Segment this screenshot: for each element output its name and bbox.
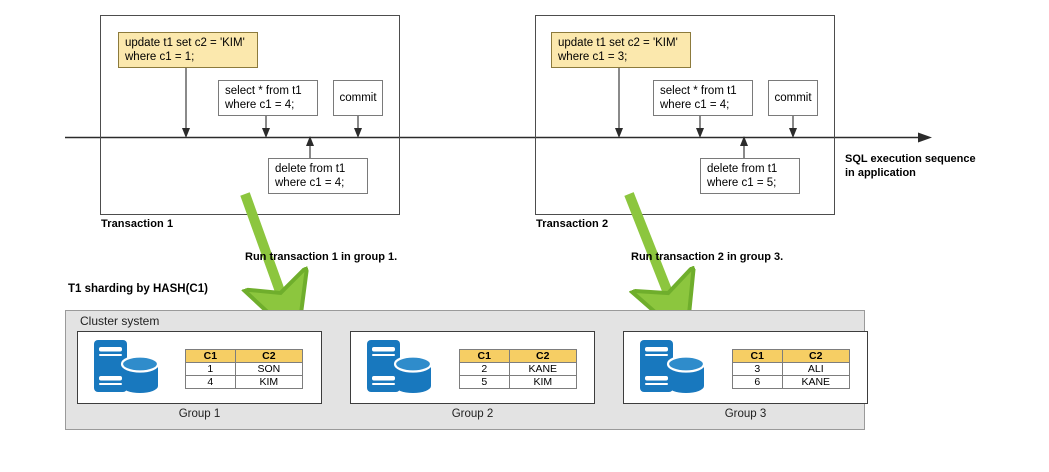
transaction-2-frame — [535, 15, 835, 215]
transaction-1-update-connector — [182, 68, 190, 138]
transaction-2-select-statement: select * from t1 where c1 = 4; — [653, 80, 753, 116]
axis-caption-line-1: SQL execution sequence — [845, 153, 976, 165]
timeline-axis — [65, 132, 932, 143]
run-transaction-1-arrow — [240, 192, 310, 333]
column-header-c2: C2 — [508, 349, 578, 363]
database-server-icon — [640, 340, 706, 393]
run-transaction-2-arrow — [624, 192, 706, 333]
database-server-icon — [367, 340, 433, 393]
group-2-table: C1 C2 2 KANE 5 KIM — [459, 349, 578, 389]
cell-c2: KANE — [781, 375, 851, 389]
transaction-2-commit-connector — [789, 116, 797, 138]
group-3-table: C1 C2 3 ALI 6 KANE — [732, 349, 851, 389]
table-row: 6 KANE — [732, 375, 851, 389]
transaction-2-delete-connector — [740, 136, 748, 158]
cluster-system-title: Cluster system — [80, 314, 160, 328]
cell-c1: 1 — [185, 362, 236, 376]
cell-c2: SON — [234, 362, 304, 376]
column-header-c1: C1 — [185, 349, 236, 363]
table-row: 5 KIM — [459, 375, 578, 389]
transaction-1-delete-connector — [306, 136, 314, 158]
table-row: 4 KIM — [185, 375, 304, 389]
column-header-c1: C1 — [459, 349, 510, 363]
table-header-row: C1 C2 — [185, 349, 304, 363]
table-row: 1 SON — [185, 362, 304, 376]
cell-c1: 4 — [185, 375, 236, 389]
run-transaction-2-annotation: Run transaction 2 in group 3. — [631, 251, 784, 263]
transaction-1-label: Transaction 1 — [101, 218, 174, 230]
transaction-2-commit-statement: commit — [768, 80, 818, 116]
column-header-c1: C1 — [732, 349, 783, 363]
group-1-label: Group 1 — [178, 408, 221, 420]
transaction-1-commit-connector — [354, 116, 362, 138]
shard-caption: T1 sharding by HASH(C1) — [68, 283, 208, 295]
column-header-c2: C2 — [234, 349, 304, 363]
table-row: 3 ALI — [732, 362, 851, 376]
transaction-1-commit-statement: commit — [333, 80, 383, 116]
transaction-1-select-connector — [262, 116, 270, 138]
axis-caption: SQL execution sequence in application — [845, 152, 1035, 180]
cell-c2: ALI — [781, 362, 851, 376]
group-3-label: Group 3 — [724, 408, 767, 420]
transaction-2-select-connector — [696, 116, 704, 138]
transaction-2-update-statement: update t1 set c2 = 'KIM' where c1 = 3; — [551, 32, 691, 68]
cell-c1: 3 — [732, 362, 783, 376]
table-header-row: C1 C2 — [459, 349, 578, 363]
table-row: 2 KANE — [459, 362, 578, 376]
cell-c1: 6 — [732, 375, 783, 389]
cell-c1: 2 — [459, 362, 510, 376]
database-server-icon — [94, 340, 160, 393]
transaction-1-delete-statement: delete from t1 where c1 = 4; — [268, 158, 368, 194]
transaction-1-select-statement: select * from t1 where c1 = 4; — [218, 80, 318, 116]
axis-caption-line-2: in application — [845, 167, 916, 179]
cell-c2: KANE — [508, 362, 578, 376]
cell-c2: KIM — [508, 375, 578, 389]
column-header-c2: C2 — [781, 349, 851, 363]
group-2-label: Group 2 — [451, 408, 494, 420]
cell-c2: KIM — [234, 375, 304, 389]
transaction-2-update-connector — [615, 68, 623, 138]
run-transaction-1-annotation: Run transaction 1 in group 1. — [245, 251, 398, 263]
cell-c1: 5 — [459, 375, 510, 389]
group-1-table: C1 C2 1 SON 4 KIM — [185, 349, 304, 389]
transaction-2-delete-statement: delete from t1 where c1 = 5; — [700, 158, 800, 194]
transaction-2-label: Transaction 2 — [536, 218, 609, 230]
table-header-row: C1 C2 — [732, 349, 851, 363]
transaction-1-update-statement: update t1 set c2 = 'KIM' where c1 = 1; — [118, 32, 258, 68]
